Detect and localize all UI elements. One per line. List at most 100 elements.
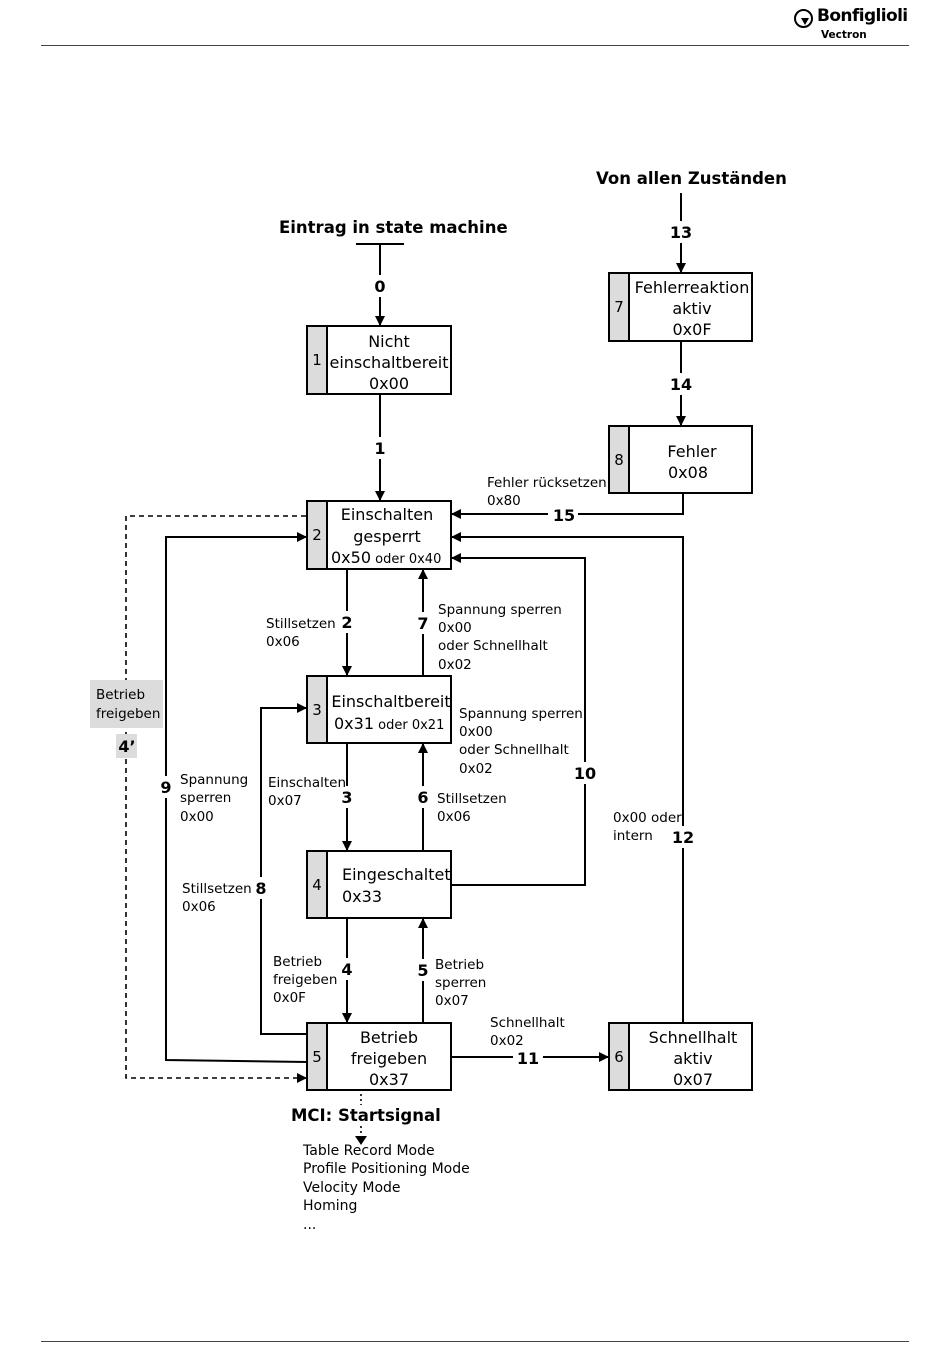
t15-label-1: Fehler rücksetzen [487, 475, 607, 491]
brand-logo: Bonfiglioli Vectron [794, 6, 912, 44]
t4-label-3: 0x0F [273, 990, 306, 1006]
t10-label-1: Spannung sperren [459, 706, 583, 722]
mode-1: Table Record Mode [302, 1143, 435, 1159]
t5-label-3: 0x07 [435, 993, 469, 1009]
t7-label-4: 0x02 [438, 657, 472, 673]
mode-2: Profile Positioning Mode [303, 1161, 470, 1177]
state-3-code-rest: oder 0x21 [374, 718, 444, 733]
t3-label-2: 0x07 [268, 793, 302, 809]
t14-number: 14 [670, 375, 692, 394]
state-6-line-3: 0x07 [673, 1070, 713, 1089]
state-1-line-1: Nicht [368, 332, 410, 351]
brand-sub: Vectron [821, 29, 867, 41]
state-3-code: 0x31 oder 0x21 [334, 714, 444, 733]
state-7-line-1: Fehlerreaktion [635, 278, 750, 297]
t4-number: 4 [341, 960, 352, 979]
t12-number: 12 [672, 828, 694, 847]
state-5: 5 Betrieb freigeben 0x37 [306, 1022, 452, 1091]
state-4-line-2: 0x33 [342, 887, 382, 906]
state-8-line-1: Fehler [667, 442, 717, 461]
state-7-index: 7 [614, 298, 624, 316]
state-6-line-2: aktiv [673, 1049, 712, 1068]
t5-label-1: Betrieb [435, 957, 484, 973]
t12-label-1: 0x00 oder [613, 810, 682, 826]
mode-5: ... [303, 1217, 316, 1233]
t8-label-2: 0x06 [182, 899, 216, 915]
heading-entry: Eintrag in state machine [279, 218, 508, 237]
state-7-line-2: aktiv [672, 299, 711, 318]
heading-from-all: Von allen Zuständen [596, 169, 787, 188]
t2-label-1: Stillsetzen [266, 616, 336, 632]
t9-label-3: 0x00 [180, 809, 214, 825]
t9-number: 9 [160, 778, 171, 797]
t6-label-2: 0x06 [437, 809, 471, 825]
t10-label-2: 0x00 [459, 724, 493, 740]
t1-number: 1 [374, 439, 385, 458]
t3-label-1: Einschalten [268, 775, 346, 791]
t6-number: 6 [417, 788, 428, 807]
state-6-index: 6 [614, 1048, 624, 1066]
t12-label-2: intern [613, 828, 653, 844]
state-3-line-1: Einschaltbereit [331, 692, 450, 711]
brand-name: Bonfiglioli [817, 6, 908, 26]
t0-number: 0 [374, 277, 385, 296]
t10-label-4: 0x02 [459, 761, 493, 777]
t2-number: 2 [341, 613, 352, 632]
footer-rule [41, 1341, 909, 1342]
state-3-index: 3 [312, 701, 322, 719]
state-8-index: 8 [614, 451, 624, 469]
state-2-line-2: gesperrt [353, 527, 420, 546]
t4-label-2: freigeben [273, 972, 337, 988]
state-1-index: 1 [312, 351, 322, 369]
state-7-line-3: 0x0F [672, 320, 711, 339]
t10-number: 10 [574, 764, 596, 783]
mci-arrowhead [355, 1136, 367, 1145]
arrow-t9 [165, 532, 308, 1063]
state-2: 2 Einschalten gesperrt 0x50 oder 0x40 [306, 500, 452, 570]
t7-label-2: 0x00 [438, 620, 472, 636]
arrow-t4-prime [125, 515, 307, 1083]
t6-label-1: Stillsetzen [437, 791, 507, 807]
t4p-number: 4’ [118, 737, 135, 756]
state-2-line-1: Einschalten [341, 505, 433, 524]
state-5-line-3: 0x37 [369, 1070, 409, 1089]
mode-3: Velocity Mode [303, 1180, 401, 1196]
t7-label-1: Spannung sperren [438, 602, 562, 618]
t8-number: 8 [255, 879, 266, 898]
state-4-line-1: Eingeschaltet [342, 865, 451, 884]
state-5-line-1: Betrieb [360, 1028, 418, 1047]
t5-label-2: sperren [435, 975, 486, 991]
t10-label-3: oder Schnellhalt [459, 742, 569, 758]
state-1-line-3: 0x00 [369, 374, 409, 393]
arrow-t15 [451, 494, 684, 519]
arrow-t8 [260, 703, 307, 1035]
state-2-index: 2 [312, 526, 322, 544]
state-6: 6 Schnellhalt aktiv 0x07 [608, 1022, 753, 1091]
t4-label-1: Betrieb [273, 954, 322, 970]
state-8: 8 Fehler 0x08 [608, 425, 753, 494]
t11-label-2: 0x02 [490, 1033, 524, 1049]
brand-mark-icon [794, 9, 813, 28]
t11-number: 11 [517, 1049, 539, 1068]
state-3-code-main: 0x31 [334, 714, 374, 733]
state-1: 1 Nicht einschaltbereit 0x00 [306, 325, 452, 395]
header-rule [41, 45, 909, 46]
state-5-index: 5 [312, 1048, 322, 1066]
t15-number: 15 [553, 506, 575, 525]
t4p-label-2: freigeben [96, 706, 160, 722]
state-1-line-2: einschaltbereit [329, 353, 448, 372]
arrow-t10 [451, 553, 586, 886]
arrow-t12 [451, 532, 684, 1023]
state-2-code-main: 0x50 [331, 548, 371, 567]
t9-label-2: sperren [180, 790, 231, 806]
t5-number: 5 [417, 961, 428, 980]
state-2-code-rest: oder 0x40 [371, 552, 441, 567]
state-5-line-2: freigeben [351, 1049, 427, 1068]
t13-number: 13 [670, 223, 692, 242]
heading-mci: MCI: Startsignal [291, 1106, 441, 1125]
state-6-line-1: Schnellhalt [649, 1028, 738, 1047]
t4p-label-1: Betrieb [96, 687, 145, 703]
t2-label-2: 0x06 [266, 634, 300, 650]
t7-label-3: oder Schnellhalt [438, 638, 548, 654]
